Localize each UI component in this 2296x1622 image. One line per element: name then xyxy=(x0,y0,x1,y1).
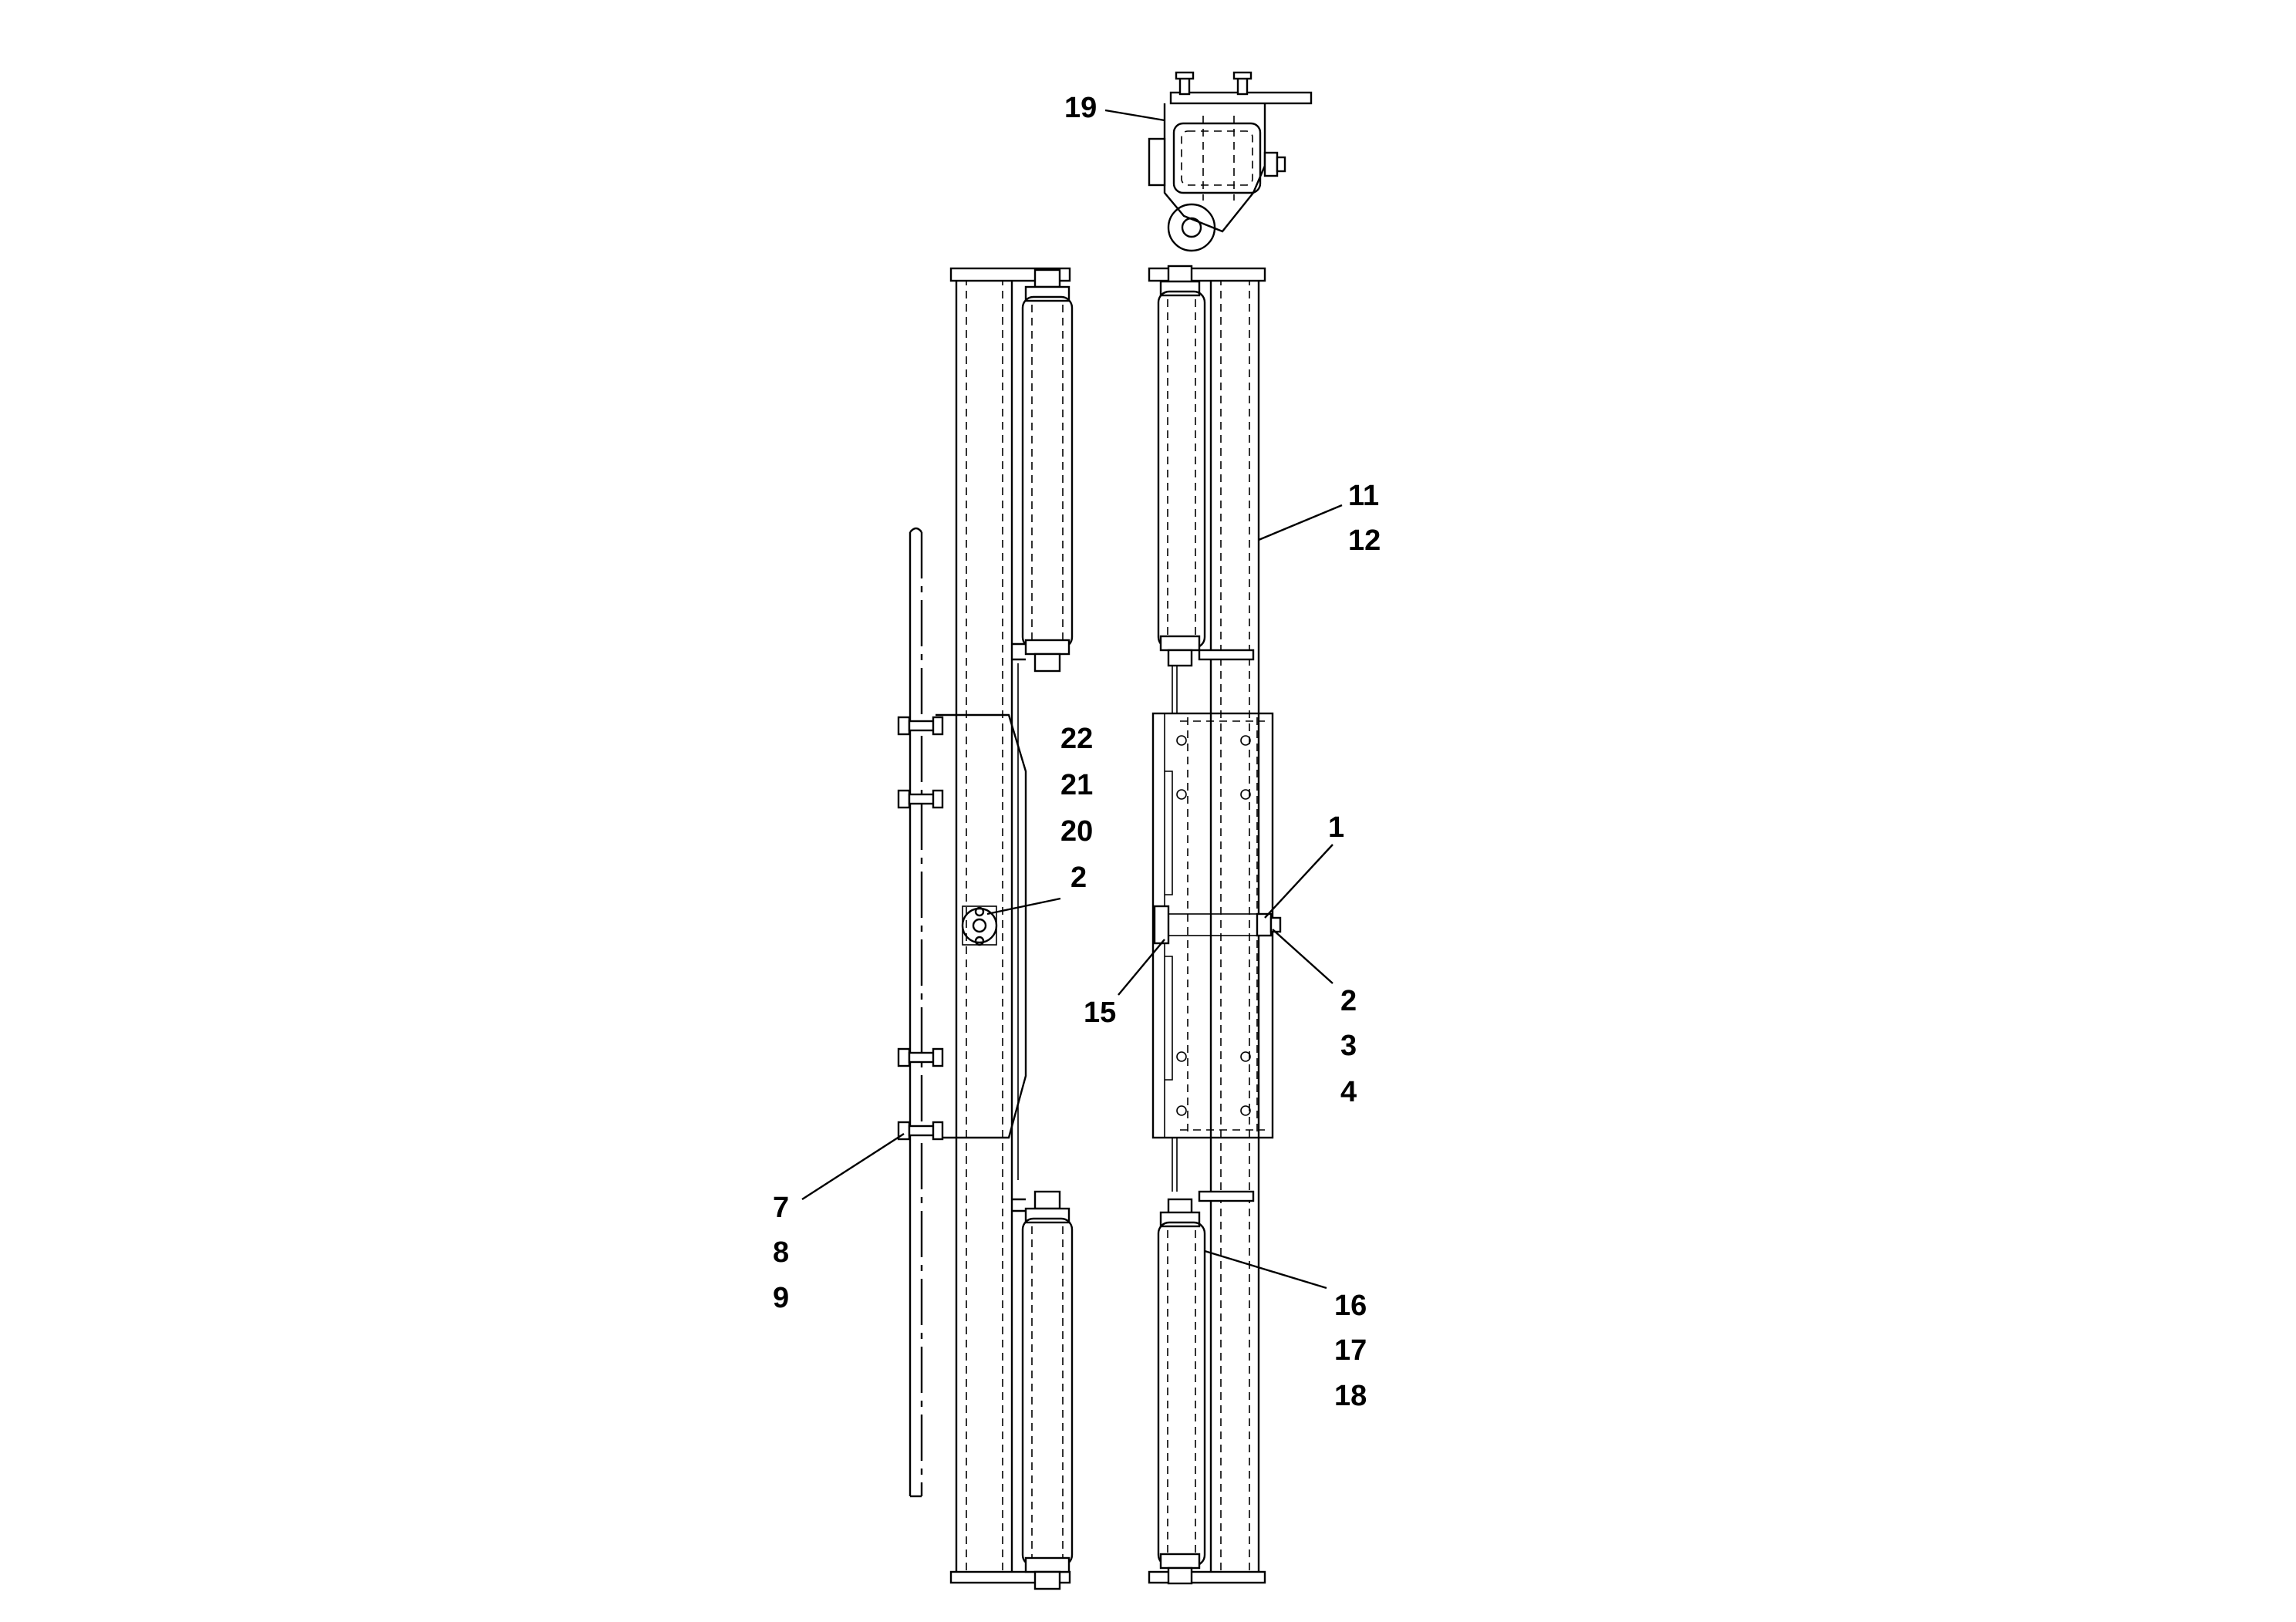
callout-2-left: 2 xyxy=(1070,862,1087,894)
callout-20: 20 xyxy=(1060,815,1093,848)
plate-bolts xyxy=(897,716,944,1141)
callout-18: 18 xyxy=(1334,1380,1367,1412)
roller-left-upper xyxy=(1012,268,1074,673)
leader-lines xyxy=(801,109,1343,1290)
callout-1: 1 xyxy=(1328,811,1344,844)
roller-right-upper xyxy=(1157,265,1255,667)
callout-3: 3 xyxy=(1340,1030,1357,1062)
callout-7: 7 xyxy=(773,1192,789,1224)
roller-right-lower xyxy=(1157,1190,1255,1585)
callout-labels: 19 11 12 22 21 20 2 1 15 2 3 4 7 8 9 16 … xyxy=(773,92,1381,1412)
callout-2-right: 2 xyxy=(1340,985,1357,1017)
callout-9: 9 xyxy=(773,1282,789,1314)
callout-19: 19 xyxy=(1064,92,1097,124)
callout-8: 8 xyxy=(773,1236,789,1269)
callout-11: 11 xyxy=(1348,480,1379,512)
callout-12: 12 xyxy=(1348,524,1381,557)
callout-15: 15 xyxy=(1084,996,1116,1029)
callout-16: 16 xyxy=(1334,1290,1367,1322)
roller-left-lower xyxy=(1012,1190,1074,1590)
right-frame-assembly xyxy=(1148,265,1282,1585)
bracket-detail-view xyxy=(1148,71,1313,252)
callout-4: 4 xyxy=(1340,1076,1357,1108)
callout-21: 21 xyxy=(1060,769,1093,801)
callout-22: 22 xyxy=(1060,723,1093,755)
left-frame-assembly xyxy=(897,267,1074,1590)
callout-17: 17 xyxy=(1334,1334,1367,1367)
